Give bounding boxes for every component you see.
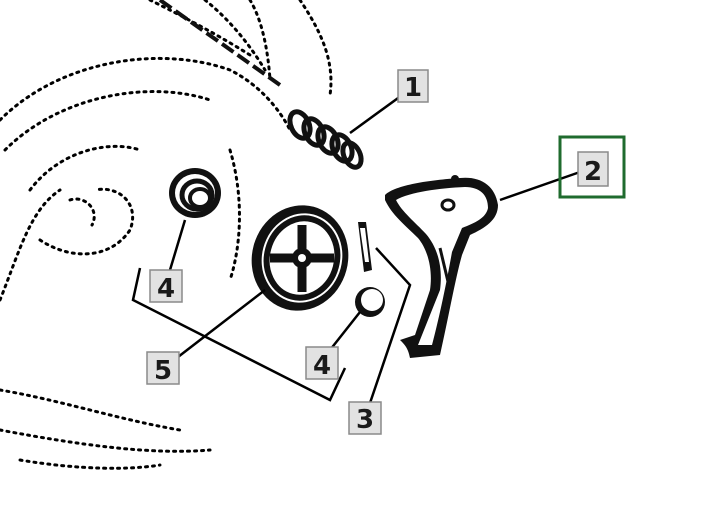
leader-3 [368, 247, 412, 404]
callout-2[interactable]: 2 [558, 135, 626, 199]
leader-1 [349, 91, 406, 135]
lever-part-2 [385, 175, 498, 358]
rod [158, 0, 282, 87]
callout-1[interactable]: 1 [397, 69, 429, 103]
bushing-part-4-upper [169, 168, 221, 218]
leader-4-lower [329, 311, 361, 351]
leader-2 [499, 170, 581, 202]
callout-2-label: 2 [584, 157, 602, 187]
callout-1-label: 1 [404, 73, 422, 103]
callout-5-label: 5 [154, 356, 172, 386]
selection-highlight [558, 135, 626, 199]
leader-5 [177, 289, 266, 358]
callout-4-upper-label: 4 [157, 274, 175, 304]
pulley-part-5 [251, 205, 349, 311]
group-bracket [131, 267, 347, 402]
callout-5[interactable]: 5 [146, 351, 180, 386]
housing-outline [0, 0, 333, 470]
ball-part-4-lower [355, 287, 385, 317]
callout-4-lower[interactable]: 4 [305, 346, 339, 381]
callout-3[interactable]: 3 [348, 401, 382, 435]
callout-4-lower-label: 4 [313, 351, 331, 381]
callout-3-label: 3 [356, 405, 374, 435]
leader-4-upper [168, 219, 187, 271]
callout-4-upper[interactable]: 4 [149, 269, 183, 304]
pin-part-3 [358, 222, 372, 272]
spring-part-1 [287, 109, 364, 170]
